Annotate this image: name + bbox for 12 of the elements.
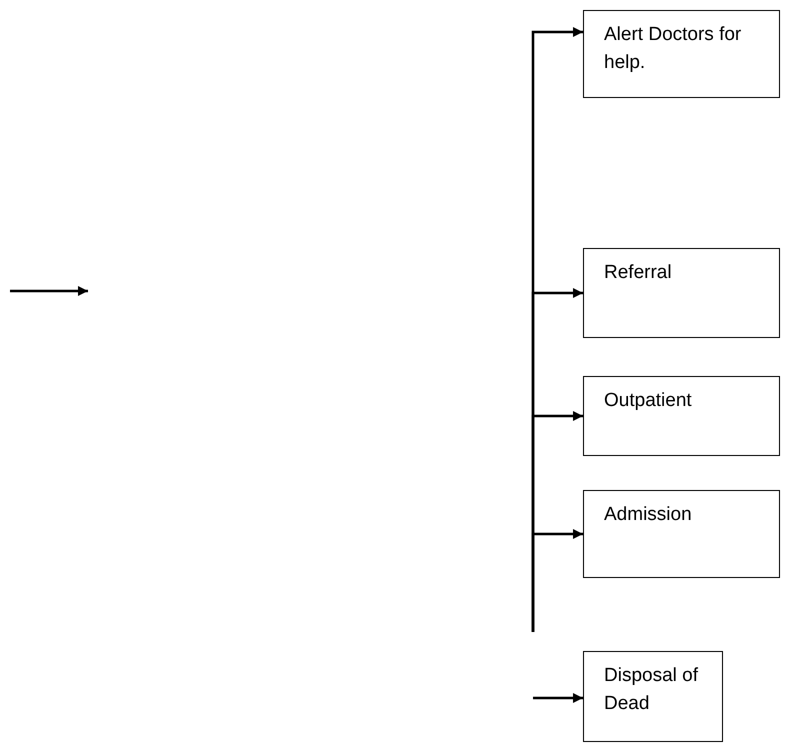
box-label: Referral bbox=[604, 261, 673, 285]
process-box bbox=[583, 490, 780, 578]
arrow bbox=[532, 529, 583, 632]
box-label: Outpatient bbox=[604, 389, 693, 413]
process-box bbox=[583, 651, 723, 742]
process-box bbox=[583, 10, 780, 98]
box-label: Disposal of Dead bbox=[604, 664, 699, 716]
box-label: Alert Doctors for help. bbox=[604, 23, 742, 75]
arrow bbox=[533, 693, 583, 703]
box-label: Admission bbox=[604, 503, 693, 527]
process-box bbox=[583, 376, 780, 456]
process-box bbox=[583, 248, 780, 338]
